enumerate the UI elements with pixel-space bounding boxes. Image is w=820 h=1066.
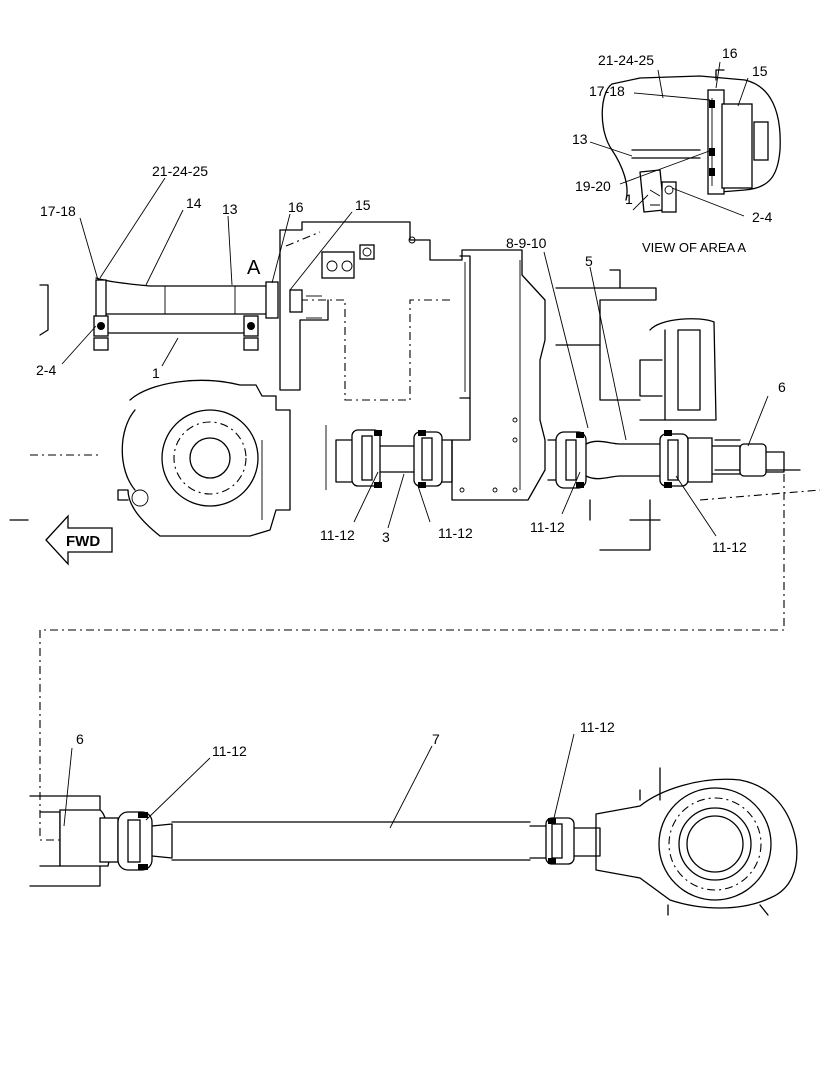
- view-area-a-caption: VIEW OF AREA A: [642, 240, 746, 255]
- label-area-a: A: [247, 257, 261, 279]
- label-2-4-inset: 2-4: [752, 209, 772, 225]
- label-16: 16: [288, 199, 304, 215]
- label-17-18-inset: 17-18: [589, 83, 625, 99]
- fwd-label: FWD: [66, 533, 100, 550]
- label-13-inset: 13: [572, 131, 588, 147]
- label-11-12-far-right: 11-12: [712, 539, 747, 555]
- label-11-12-mid: 11-12: [438, 525, 473, 541]
- callout-labels: 21-24-25 16 15 17-18 13 19-20 1 2-4 VIEW…: [36, 45, 786, 759]
- label-11-12-lower-left: 11-12: [212, 743, 247, 759]
- label-8-9-10: 8-9-10: [506, 235, 547, 251]
- lower-gear-housing: [595, 767, 798, 916]
- upper-driveshaft-5: [547, 430, 785, 489]
- label-16-inset: 16: [722, 45, 738, 61]
- connection-dash-line: [39, 474, 785, 841]
- label-21-24-25: 21-24-25: [152, 163, 208, 179]
- label-21-24-25-inset: 21-24-25: [598, 52, 654, 68]
- upper-driveshaft-3: [325, 425, 453, 490]
- label-6-upper: 6: [778, 379, 786, 395]
- lower-driveshaft-7: [29, 795, 601, 887]
- label-15-inset: 15: [752, 63, 768, 79]
- label-17-18: 17-18: [40, 203, 76, 219]
- fwd-arrow: [45, 514, 113, 566]
- view-area-a-inset: [601, 69, 781, 213]
- label-14: 14: [186, 195, 202, 211]
- label-11-12-lower-right: 11-12: [580, 719, 615, 735]
- label-6-lower: 6: [76, 731, 84, 747]
- label-7: 7: [432, 731, 440, 747]
- upper-gear-housing: [9, 379, 291, 537]
- label-1-inset: 1: [625, 191, 633, 207]
- label-11-12-left: 11-12: [320, 527, 355, 543]
- label-13: 13: [222, 201, 238, 217]
- label-1: 1: [152, 365, 160, 381]
- label-15: 15: [355, 197, 371, 213]
- label-19-20: 19-20: [575, 178, 611, 194]
- label-5: 5: [585, 253, 593, 269]
- label-11-12-right: 11-12: [530, 519, 565, 535]
- label-2-4: 2-4: [36, 362, 56, 378]
- upper-frame: [39, 221, 820, 551]
- label-3: 3: [382, 529, 390, 545]
- leader-lines: [61, 177, 769, 829]
